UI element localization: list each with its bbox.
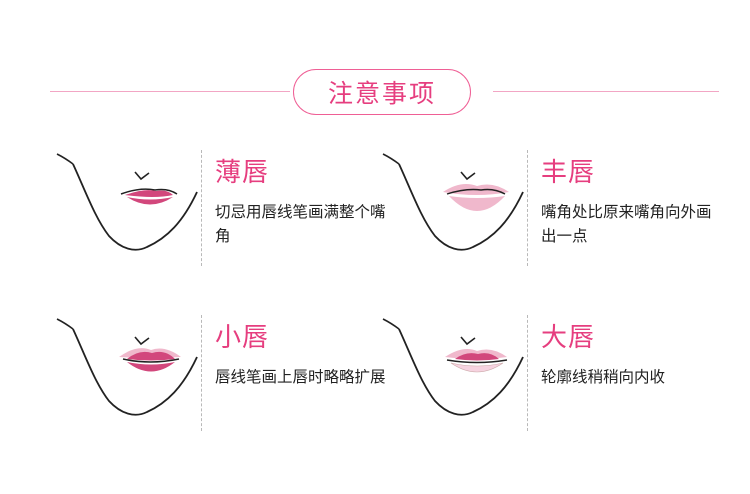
face-small-lips-illustration	[56, 318, 198, 416]
face-full-lips-illustration	[382, 153, 524, 251]
card-divider	[201, 150, 202, 266]
lip-card-small: 小唇 唇线笔画上唇时略略扩展	[55, 315, 386, 435]
header-divider-left	[50, 91, 290, 92]
lip-card-thin: 薄唇 切忌用唇线笔画满整个嘴角	[55, 150, 386, 270]
lip-type-description: 切忌用唇线笔画满整个嘴角	[215, 203, 386, 245]
face-large-lips-illustration	[382, 318, 524, 416]
lip-type-description: 轮廓线稍稍向内收	[541, 368, 666, 386]
card-divider	[527, 315, 528, 431]
lip-type-description: 唇线笔画上唇时略略扩展	[215, 368, 386, 386]
lip-type-description: 嘴角处比原来嘴角向外画出一点	[541, 203, 712, 245]
lip-card-full: 丰唇 嘴角处比原来嘴角向外画出一点	[381, 150, 712, 270]
card-divider	[527, 150, 528, 266]
lip-type-title: 丰唇	[541, 158, 596, 188]
lip-type-title: 大唇	[541, 323, 596, 353]
face-thin-lips-illustration	[56, 153, 198, 251]
card-divider	[201, 315, 202, 431]
section-title: 注意事项	[293, 69, 471, 115]
lip-type-title: 小唇	[215, 323, 270, 353]
lip-card-large: 大唇 轮廓线稍稍向内收	[381, 315, 711, 435]
lip-type-title: 薄唇	[215, 158, 270, 188]
header-divider-right	[493, 91, 719, 92]
